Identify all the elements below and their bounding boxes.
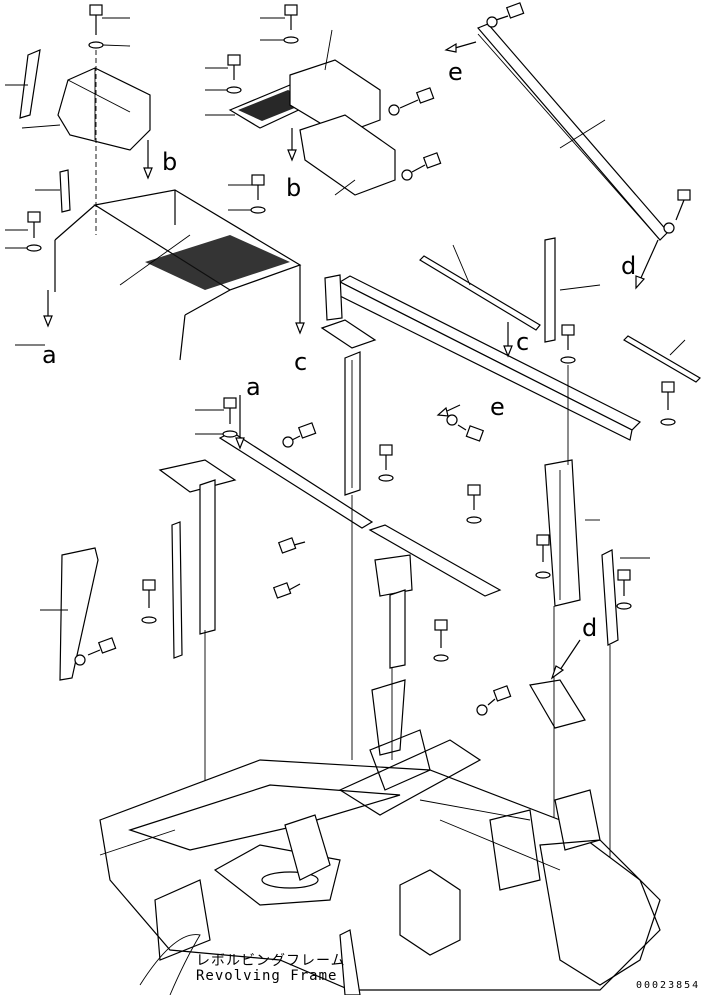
ref-letter-d-bottom: d <box>582 614 598 642</box>
ref-letter-d-top: d <box>621 252 637 280</box>
ref-letter-a-mid: a <box>246 373 261 401</box>
ref-letter-b-mid: b <box>286 174 302 202</box>
left-side-cover <box>5 49 151 151</box>
bolts-top-center <box>205 4 442 214</box>
revolving-frame <box>99 729 661 995</box>
ref-letter-c-right: c <box>516 328 530 356</box>
main-crossbeam <box>338 237 701 441</box>
upper-covers <box>289 29 396 196</box>
ref-letter-b-top: b <box>162 148 178 176</box>
bolts-top-left <box>5 4 131 252</box>
center-post <box>320 274 377 496</box>
frame-caption-japanese: レボルビングフレーム <box>196 953 346 969</box>
frame-caption-english: Revolving Frame <box>196 968 338 984</box>
side-frame-right <box>529 459 650 729</box>
document-number: 00023854 <box>636 980 701 991</box>
ref-letter-e-top: e <box>448 58 463 86</box>
long-stay-bar <box>476 2 691 241</box>
ref-letter-c-left: c <box>294 348 308 376</box>
step-platform <box>15 169 302 361</box>
side-frame-center <box>368 524 502 756</box>
side-frame-left <box>40 431 374 681</box>
bolts-middle <box>74 324 676 716</box>
ref-letter-a-top: a <box>42 341 57 369</box>
reference-arrows <box>43 41 659 680</box>
ref-letter-e-mid: e <box>490 393 505 421</box>
